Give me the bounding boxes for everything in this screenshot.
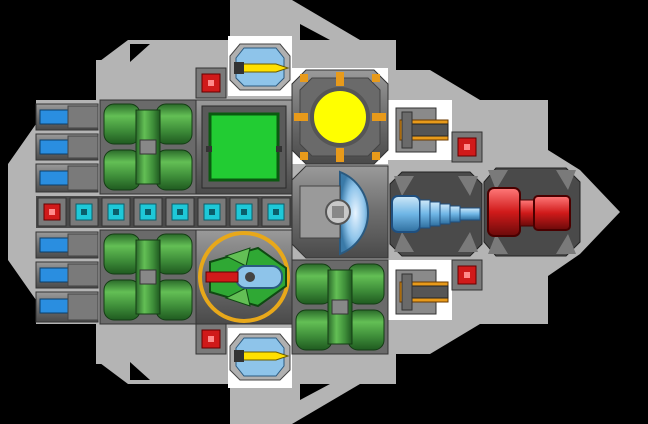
- sensor-node[interactable]: [451, 259, 483, 291]
- hull-fin: [520, 100, 548, 130]
- energy-cell[interactable]: [197, 197, 227, 227]
- sensor-node[interactable]: [195, 67, 227, 99]
- battery-cell[interactable]: [35, 291, 99, 323]
- cannon-icon: [409, 123, 449, 137]
- battery-bank-top: [35, 103, 99, 193]
- conduit-node[interactable]: [37, 197, 67, 227]
- fuel-tank-bottom-left[interactable]: [99, 229, 197, 325]
- energy-cell[interactable]: [261, 197, 291, 227]
- sensor-node[interactable]: [195, 323, 227, 355]
- power-core[interactable]: [291, 69, 389, 165]
- energy-cell[interactable]: [165, 197, 195, 227]
- battery-cell[interactable]: [35, 261, 99, 289]
- cannon-bottom[interactable]: [395, 269, 449, 315]
- turret-icon: [205, 246, 287, 308]
- fuel-tank-top-left[interactable]: [99, 99, 197, 195]
- energy-cell[interactable]: [101, 197, 131, 227]
- fuel-tank-bottom-right[interactable]: [291, 259, 389, 355]
- missile-top[interactable]: [229, 43, 291, 91]
- hull-gap: [130, 362, 150, 380]
- battery-cell[interactable]: [35, 133, 99, 161]
- cannon-icon: [409, 285, 449, 299]
- energy-cell[interactable]: [133, 197, 163, 227]
- energy-cells: [69, 197, 291, 227]
- shield-dome[interactable]: [291, 165, 389, 259]
- hull-gaps: [130, 24, 330, 400]
- missile-icon: [239, 63, 290, 73]
- battery-cell[interactable]: [35, 103, 99, 131]
- screen-icon: [208, 112, 280, 182]
- sensor-node[interactable]: [451, 131, 483, 163]
- sensor-nodes: [195, 67, 483, 355]
- red-thruster-icon: [487, 187, 571, 237]
- missile-icon: [239, 351, 290, 361]
- battery-bank-bottom: [35, 231, 99, 323]
- hull-fin: [520, 294, 548, 324]
- energy-cell[interactable]: [69, 197, 99, 227]
- hull-fin: [8, 150, 36, 274]
- cannon-top[interactable]: [395, 107, 449, 153]
- turret-green[interactable]: [195, 229, 293, 325]
- core-icon: [310, 87, 370, 147]
- battery-cell[interactable]: [35, 231, 99, 259]
- missile-bottom[interactable]: [229, 333, 291, 381]
- energy-cell[interactable]: [229, 197, 259, 227]
- control-screen[interactable]: [195, 99, 293, 195]
- hull-gap: [300, 24, 330, 40]
- hull-gap: [300, 384, 330, 400]
- blue-thruster-icon: [391, 195, 481, 233]
- hull-gap: [130, 44, 150, 62]
- afterburner[interactable]: [483, 167, 581, 257]
- main-thruster[interactable]: [389, 171, 483, 257]
- battery-cell[interactable]: [35, 163, 99, 193]
